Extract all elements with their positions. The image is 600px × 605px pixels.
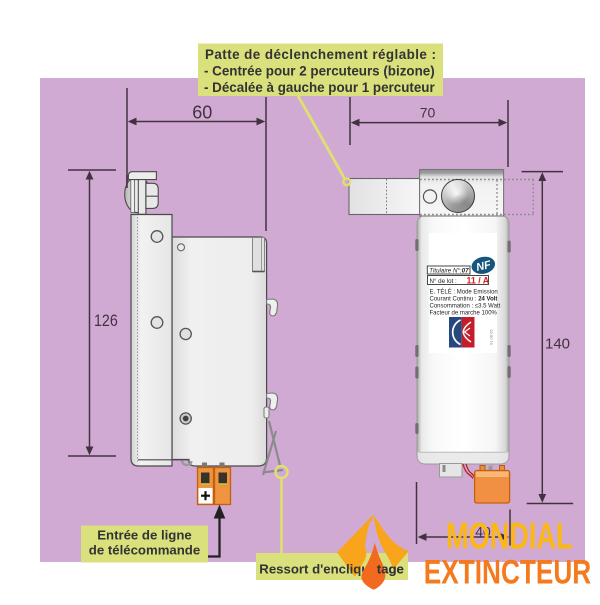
svg-text:NF: NF bbox=[475, 259, 492, 274]
svg-text:40: 40 bbox=[475, 524, 491, 540]
svg-text:126: 126 bbox=[94, 312, 118, 330]
svg-text:01.08.05: 01.08.05 bbox=[489, 329, 494, 345]
svg-text:Patte de déclenchement réglabl: Patte de déclenchement réglable : bbox=[205, 47, 436, 62]
svg-text:tage: tage bbox=[377, 561, 404, 576]
svg-text:Consommation : ≤3.5 Watt: Consommation : ≤3.5 Watt bbox=[430, 303, 501, 309]
svg-text:60: 60 bbox=[192, 103, 212, 123]
svg-text:11 / A: 11 / A bbox=[467, 276, 490, 286]
svg-text:70: 70 bbox=[420, 104, 436, 120]
svg-text:E. TÉLÉ : Mode Emission: E. TÉLÉ : Mode Emission bbox=[430, 288, 498, 295]
svg-text:MONDIAL: MONDIAL bbox=[446, 515, 572, 556]
svg-text:- Centrée pour 2 percuteurs (b: - Centrée pour 2 percuteurs (bizone) bbox=[204, 64, 435, 79]
svg-text:de télécommande: de télécommande bbox=[89, 543, 200, 558]
svg-text:Titulaire N°:07: Titulaire N°:07 bbox=[429, 268, 469, 275]
svg-text:EXTINCTEUR: EXTINCTEUR bbox=[424, 553, 591, 591]
svg-text:Entrée de ligne: Entrée de ligne bbox=[97, 528, 192, 543]
svg-text:- Décalée à gauche pour 1 perc: - Décalée à gauche pour 1 percuteur bbox=[204, 80, 435, 95]
svg-text:Courant Continu : 24 Volt: Courant Continu : 24 Volt bbox=[430, 296, 498, 302]
svg-text:N° de lot :: N° de lot : bbox=[430, 278, 458, 285]
svg-text:Facteur de marche 100%: Facteur de marche 100% bbox=[430, 310, 498, 316]
svg-text:140: 140 bbox=[545, 335, 570, 352]
